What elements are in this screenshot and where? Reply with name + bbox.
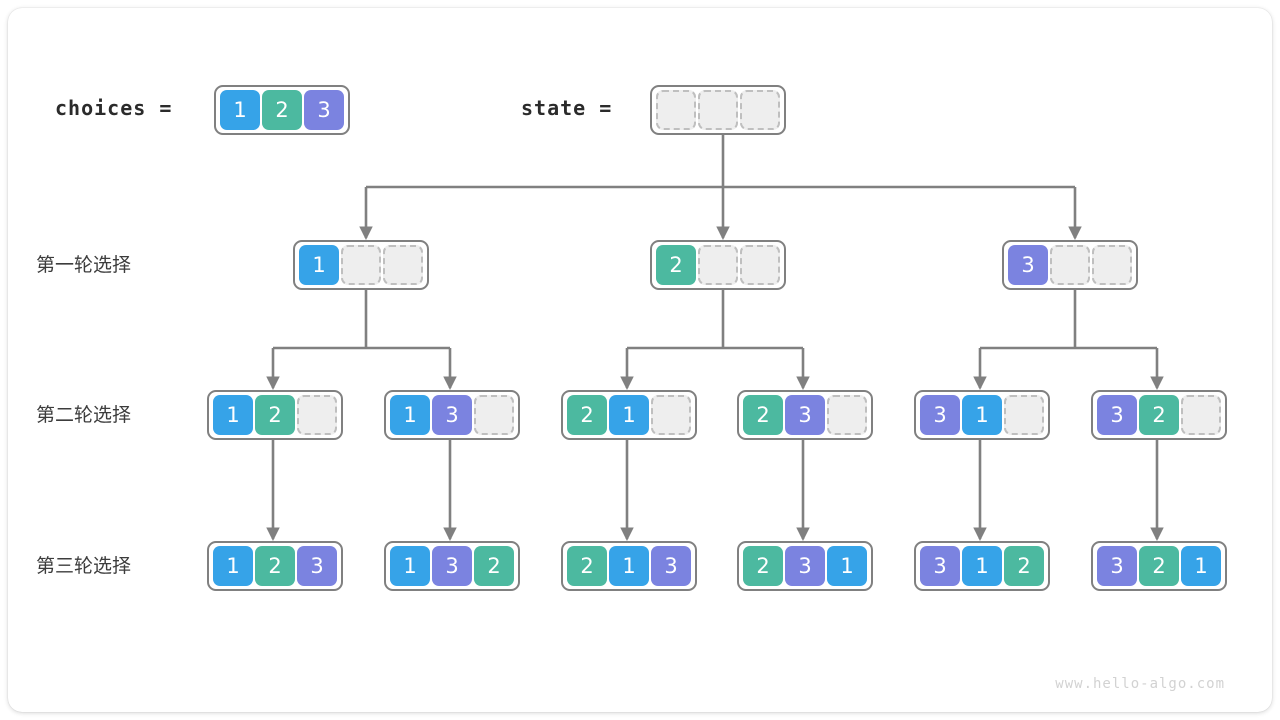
state-cell-empty: [656, 90, 696, 130]
node-cell-value: 3: [785, 395, 825, 435]
node-cell-empty: [698, 245, 738, 285]
node-cell-value: 1: [962, 395, 1002, 435]
node-cell-value: 1: [390, 546, 430, 586]
node-cell-empty: [474, 395, 514, 435]
node-cell-empty: [651, 395, 691, 435]
node-cell-empty: [1004, 395, 1044, 435]
node-cell-value: 2: [255, 546, 295, 586]
node-cell-empty: [827, 395, 867, 435]
state-node-round-1: 2: [650, 240, 786, 290]
node-cell-value: 2: [656, 245, 696, 285]
node-cell-empty: [1050, 245, 1090, 285]
node-cell-value: 2: [1139, 395, 1179, 435]
node-cell-value: 2: [567, 395, 607, 435]
node-cell-empty: [1181, 395, 1221, 435]
state-node-round-1: 3: [1002, 240, 1138, 290]
choices-cell-value: 3: [304, 90, 344, 130]
row-label-round-2: 第二轮选择: [36, 404, 132, 426]
node-cell-value: 1: [827, 546, 867, 586]
choices-label: choices =: [55, 96, 173, 120]
node-cell-value: 3: [297, 546, 337, 586]
node-cell-value: 3: [785, 546, 825, 586]
node-cell-value: 2: [1139, 546, 1179, 586]
row-label-round-1: 第一轮选择: [36, 254, 132, 276]
node-cell-empty: [740, 245, 780, 285]
node-cell-empty: [383, 245, 423, 285]
node-cell-value: 1: [609, 546, 649, 586]
node-cell-value: 1: [390, 395, 430, 435]
node-cell-value: 3: [1097, 395, 1137, 435]
node-cell-empty: [1092, 245, 1132, 285]
node-cell-empty: [297, 395, 337, 435]
node-cell-value: 2: [255, 395, 295, 435]
choices-cell-value: 1: [220, 90, 260, 130]
state-cell-empty: [698, 90, 738, 130]
node-cell-value: 2: [743, 546, 783, 586]
diagram-card: [8, 8, 1272, 712]
row-label-round-3: 第三轮选择: [36, 555, 132, 577]
state-label: state =: [521, 96, 613, 120]
node-cell-value: 1: [609, 395, 649, 435]
node-cell-value: 3: [920, 546, 960, 586]
node-cell-value: 3: [432, 546, 472, 586]
node-cell-value: 3: [1008, 245, 1048, 285]
node-cell-value: 1: [213, 546, 253, 586]
state-array: [650, 85, 786, 135]
node-cell-value: 2: [567, 546, 607, 586]
node-cell-value: 3: [1097, 546, 1137, 586]
state-cell-empty: [740, 90, 780, 130]
node-cell-value: 3: [920, 395, 960, 435]
node-cell-value: 1: [962, 546, 1002, 586]
choices-cell-value: 2: [262, 90, 302, 130]
node-cell-value: 2: [743, 395, 783, 435]
state-node-round-1: 1: [293, 240, 429, 290]
node-cell-value: 1: [1181, 546, 1221, 586]
node-cell-value: 2: [474, 546, 514, 586]
node-cell-value: 1: [299, 245, 339, 285]
node-cell-value: 2: [1004, 546, 1044, 586]
watermark: www.hello-algo.com: [1055, 676, 1225, 692]
node-cell-value: 3: [432, 395, 472, 435]
node-cell-empty: [341, 245, 381, 285]
node-cell-value: 1: [213, 395, 253, 435]
node-cell-value: 3: [651, 546, 691, 586]
